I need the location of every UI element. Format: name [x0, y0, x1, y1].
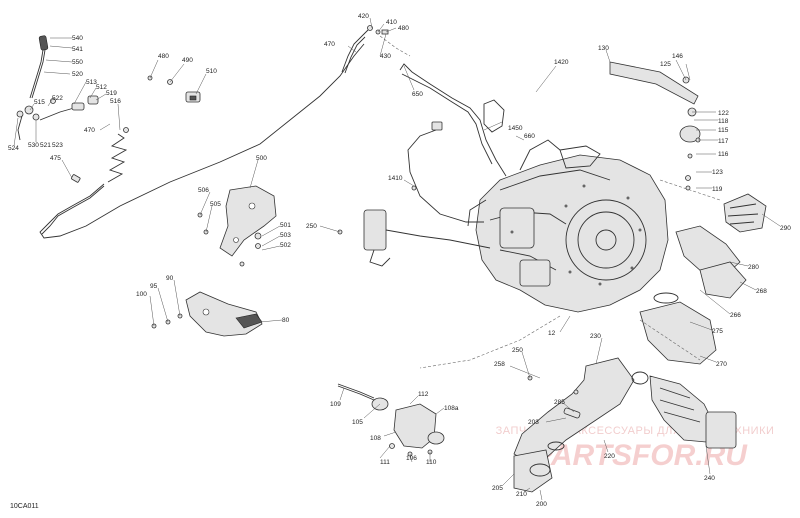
callout-250-left: 250 [306, 223, 317, 230]
callout-146: 146 [672, 53, 683, 60]
cable-upper-end [341, 25, 389, 74]
callout-123: 123 [712, 169, 723, 176]
callout-524: 524 [8, 145, 19, 152]
bracket-500 [197, 185, 277, 267]
callout-650: 650 [412, 91, 423, 98]
callout-203: 203 [528, 419, 539, 426]
callout-500: 500 [256, 155, 267, 162]
callout-105: 105 [352, 419, 363, 426]
callout-430: 430 [380, 53, 391, 60]
callout-100: 100 [136, 291, 147, 298]
callout-503: 503 [280, 232, 291, 239]
alignment-lines [379, 35, 721, 369]
callout-516: 516 [110, 98, 121, 105]
callout-470-left: 470 [84, 127, 95, 134]
callout-118: 118 [718, 118, 729, 125]
callout-230: 230 [590, 333, 601, 340]
shift-lever-assembly [16, 35, 99, 141]
callout-108a: 108a [444, 405, 459, 412]
callout-115: 115 [718, 127, 729, 134]
callout-480-left: 480 [158, 53, 169, 60]
callout-125: 125 [660, 61, 671, 68]
callout-660: 660 [524, 133, 535, 140]
small-hardware-upper [147, 75, 201, 103]
callout-12: 12 [548, 330, 556, 337]
shift-cable-lower [39, 43, 365, 239]
callout-550: 550 [72, 59, 83, 66]
callout-280: 280 [748, 264, 759, 271]
callout-240: 240 [704, 475, 715, 482]
callout-275: 275 [712, 328, 723, 335]
callout-530: 530 [28, 142, 39, 149]
cvt-cover-parts [609, 61, 767, 365]
callout-512: 512 [96, 84, 107, 91]
callout-110: 110 [426, 459, 437, 466]
callout-519: 519 [106, 90, 117, 97]
pedal-bracket-80 [151, 291, 263, 337]
callout-220: 220 [604, 453, 615, 460]
callout-515: 515 [34, 99, 45, 106]
callout-506: 506 [198, 187, 209, 194]
callout-266: 266 [730, 312, 741, 319]
diagram-reference-code: 10CA011 [10, 503, 39, 510]
callout-200: 200 [536, 501, 547, 508]
callout-501: 501 [280, 222, 291, 229]
callout-95: 95 [150, 283, 158, 290]
callout-410: 410 [386, 19, 397, 26]
callout-108: 108 [370, 435, 381, 442]
callout-119: 119 [712, 186, 723, 193]
callout-labels: 540 541 550 520 513 512 519 522 515 516 … [8, 13, 791, 508]
callout-420: 420 [358, 13, 369, 20]
sensor-1410 [337, 185, 491, 267]
callout-1410: 1410 [388, 175, 403, 182]
hoses-650-660 [399, 63, 507, 223]
callout-502: 502 [280, 242, 291, 249]
callout-540: 540 [72, 35, 83, 42]
callout-1420: 1420 [554, 59, 569, 66]
callout-109: 109 [330, 401, 341, 408]
callout-475: 475 [50, 155, 61, 162]
callout-268: 268 [756, 288, 767, 295]
callout-106: 106 [406, 455, 417, 462]
callout-117: 117 [718, 138, 729, 145]
callout-130: 130 [598, 45, 609, 52]
callout-205: 205 [492, 485, 503, 492]
callout-290: 290 [780, 225, 791, 232]
callout-122: 122 [718, 110, 729, 117]
callout-541: 541 [72, 46, 83, 53]
callout-210: 210 [516, 491, 527, 498]
callout-112: 112 [418, 391, 429, 398]
callout-90: 90 [166, 275, 174, 282]
exhaust-system [513, 357, 737, 493]
callout-510: 510 [206, 68, 217, 75]
callout-520: 520 [72, 71, 83, 78]
callout-490: 490 [182, 57, 193, 64]
callout-258: 258 [494, 361, 505, 368]
callout-250-bottom: 250 [512, 347, 523, 354]
callout-111: 111 [380, 459, 390, 466]
callout-470-top: 470 [324, 41, 335, 48]
callout-523: 523 [52, 142, 63, 149]
callout-80: 80 [282, 317, 290, 324]
callout-513: 513 [86, 79, 97, 86]
callout-1450: 1450 [508, 125, 523, 132]
callout-285: 285 [554, 399, 565, 406]
callout-270: 270 [716, 361, 727, 368]
callout-505: 505 [210, 201, 221, 208]
engine-assembly [467, 139, 669, 313]
callout-522: 522 [52, 95, 63, 102]
leader-lines [13, 17, 781, 501]
callout-480-top: 480 [398, 25, 409, 32]
callout-116: 116 [718, 151, 729, 158]
callout-521: 521 [40, 142, 51, 149]
